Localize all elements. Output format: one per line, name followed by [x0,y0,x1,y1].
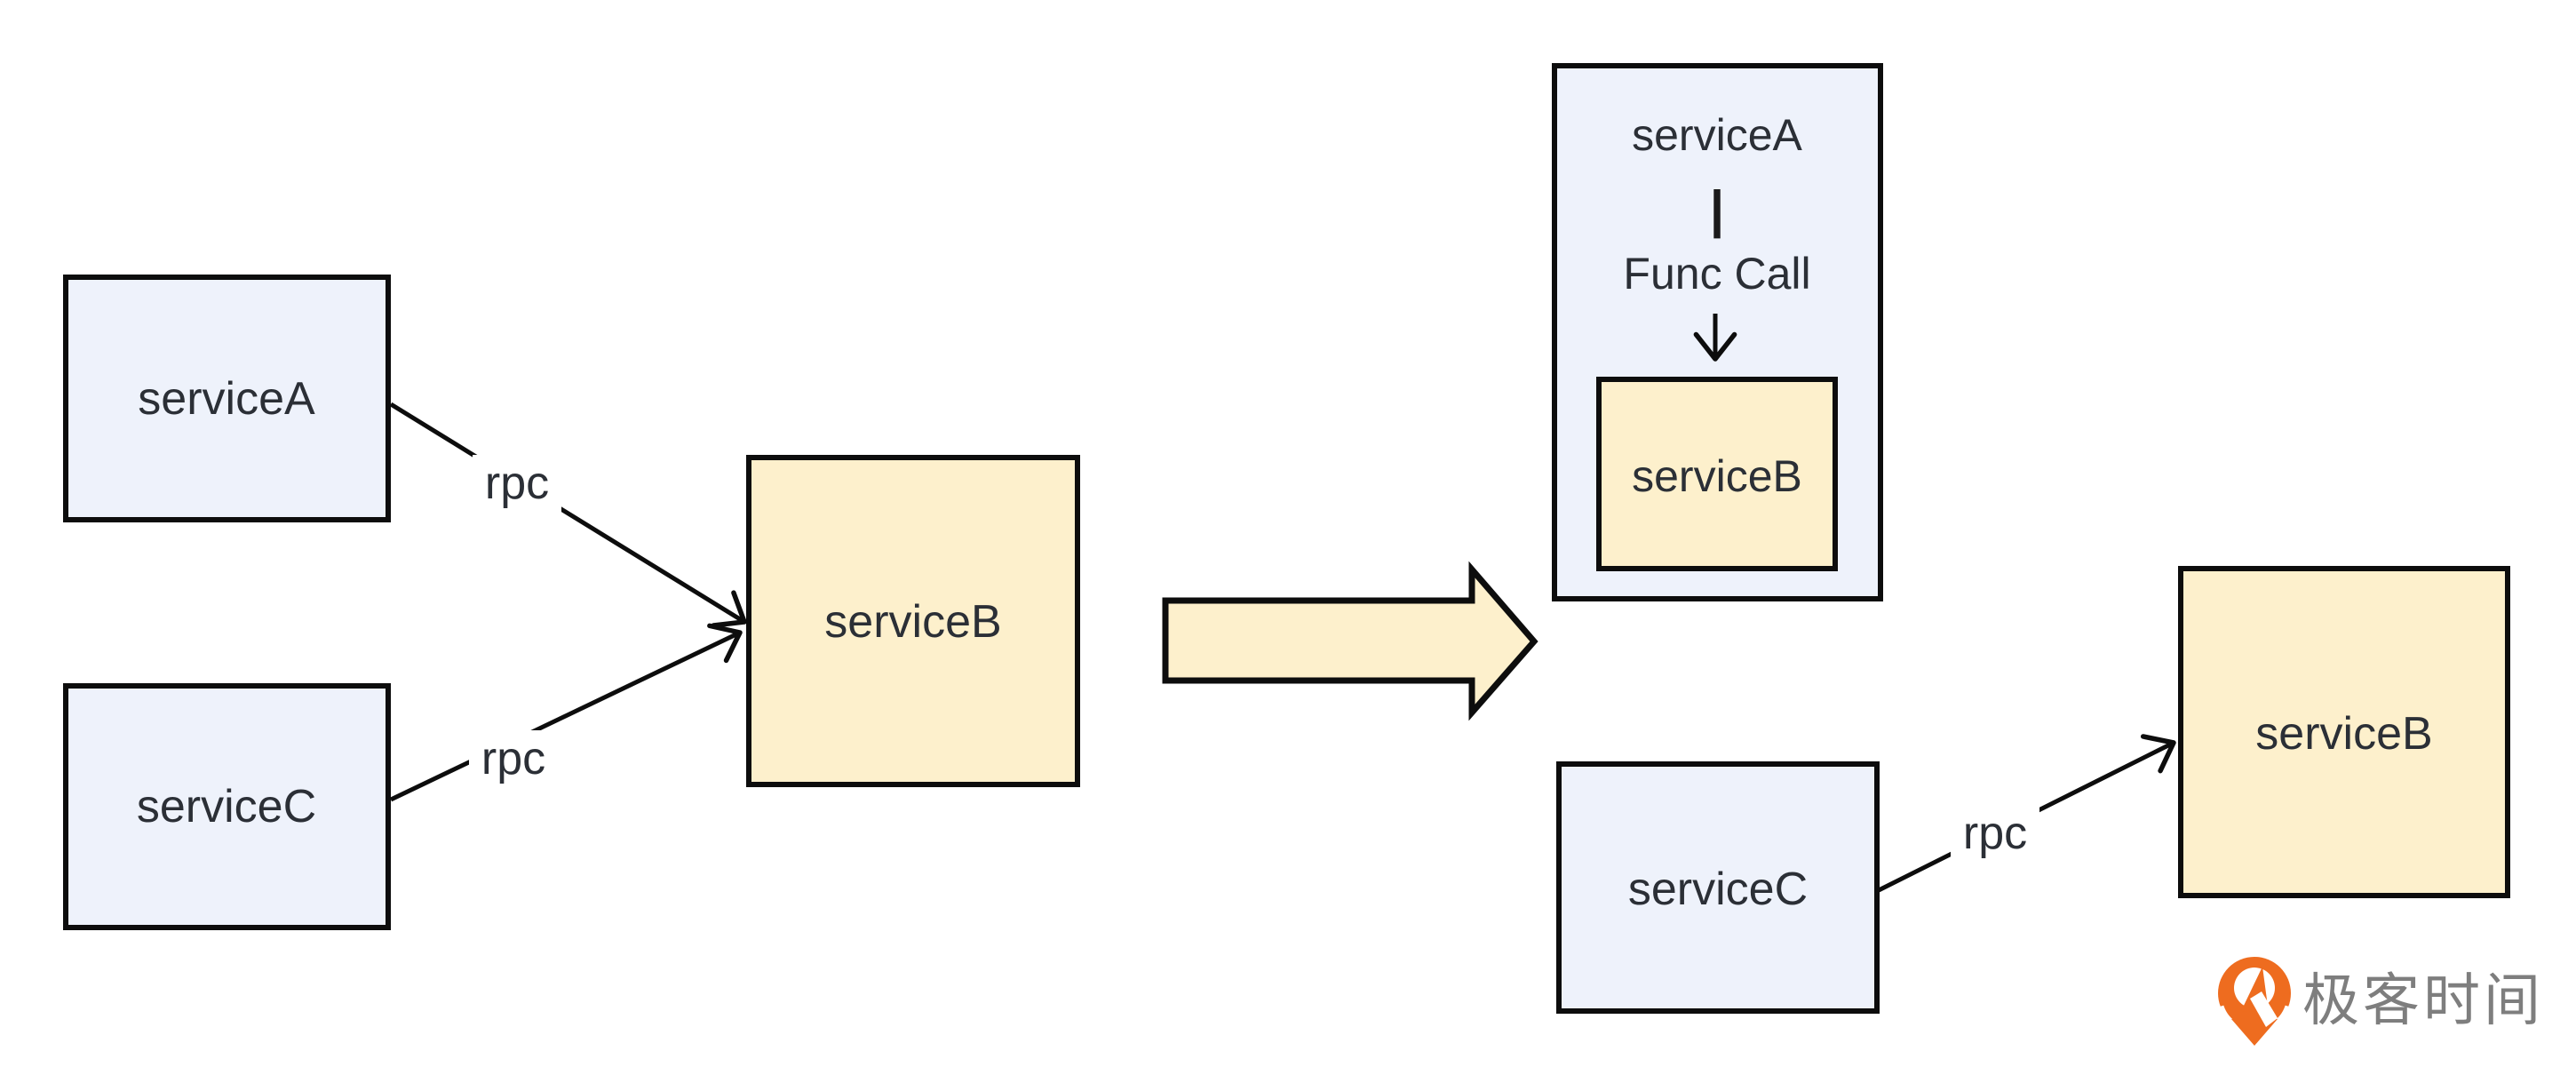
edge-label-bg [473,455,561,512]
service-c-box [63,683,391,930]
embedded-service-b-label: serviceB [1632,451,1802,501]
edge-label-bg [1951,805,2039,862]
edge-serviceC-to-serviceB [389,623,743,802]
func-call-label: Func Call [1623,249,1810,299]
edge-rpc-label-c: rpc [1963,808,2027,859]
geektime-logo-text: 极客时间 [2302,968,2544,1032]
service-b-label: serviceB [824,596,1001,648]
edge-serviceA-to-serviceB [389,402,747,628]
geektime-logo: 极客时间 [2215,957,2544,1046]
container-service-a-label: serviceA [1632,110,1802,160]
service-a-label: serviceA [138,373,315,425]
edge-rpc-label-c: rpc [481,733,545,784]
transform-arrow [1162,561,1538,721]
service-b-label: serviceB [2255,708,2432,760]
edge-rpc-label-a: rpc [485,458,549,509]
edge-label-bg [469,730,558,787]
service-a-box [63,275,391,522]
embedded-service-b-box [1596,377,1838,571]
service-c-label: serviceC [1628,864,1808,915]
container-connector-glyph: | [1710,181,1724,239]
service-c-box [1556,761,1880,1014]
service-b-box [2178,566,2510,898]
diagram-before: serviceA serviceC serviceB rpc rpc [63,275,1080,930]
logo-slash [2250,991,2278,1027]
service-b-box [746,455,1080,787]
service-c-label: serviceC [137,781,316,832]
diagram-after: serviceA | Func Call serviceB serviceC s… [1552,63,2510,1014]
geektime-logo-icon [2215,957,2294,1046]
